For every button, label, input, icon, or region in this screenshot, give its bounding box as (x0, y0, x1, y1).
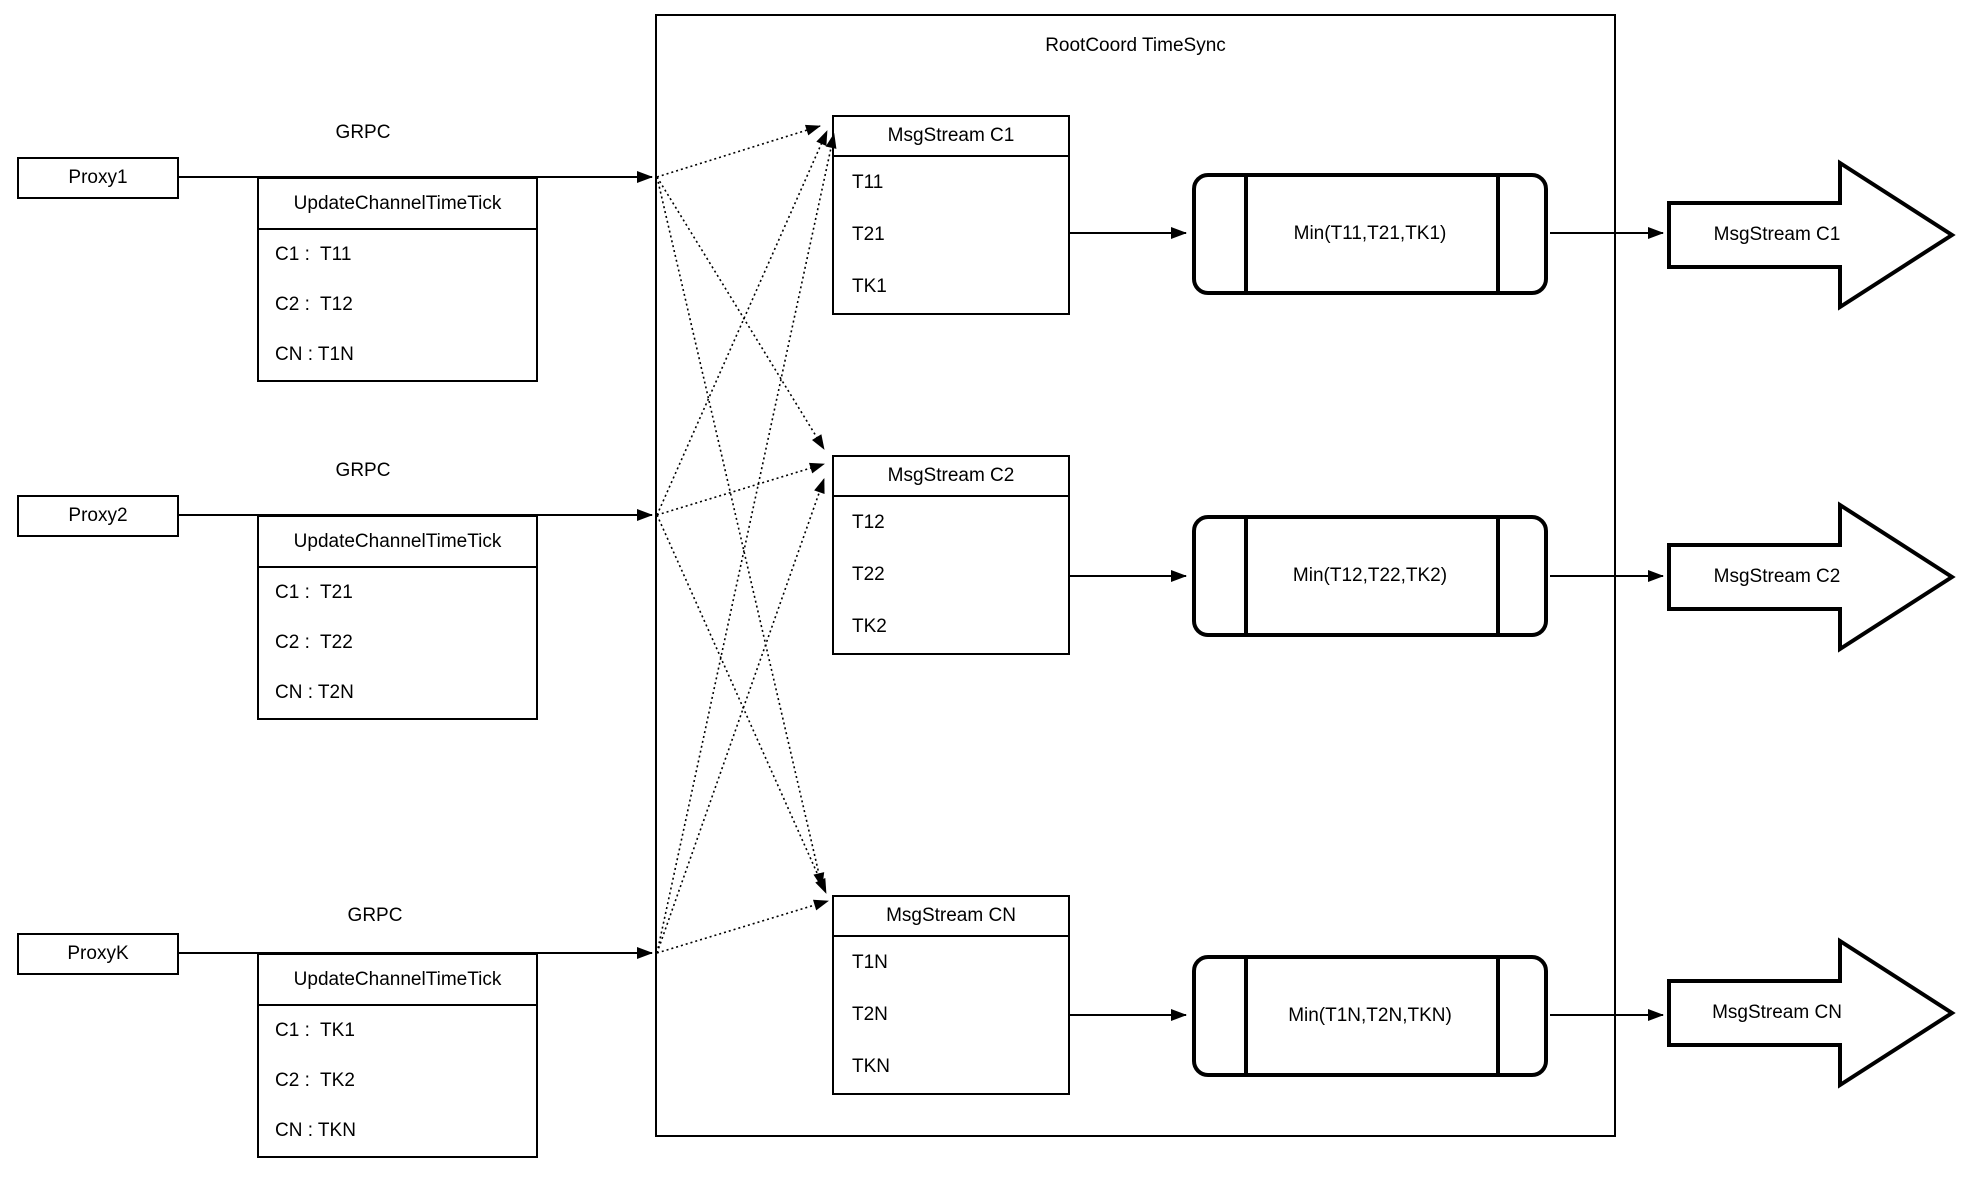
table-row: T11 (852, 172, 884, 193)
msgstream-table-cn-header: MsgStream CN (834, 897, 1068, 937)
grpc-label-3: GRPC (347, 905, 403, 926)
timetick-table-1-header: UpdateChannelTimeTick (259, 179, 536, 230)
table-row: CN : TKN (275, 1120, 356, 1141)
msgstream-table-c2: MsgStream C2 T12 T22 TK2 (832, 455, 1070, 655)
table-row: C1 : T11 (275, 244, 352, 265)
min-expression-cn: Min(T1N,T2N,TKN) (1288, 1005, 1452, 1026)
table-row: T22 (852, 564, 885, 585)
timetick-table-3-header: UpdateChannelTimeTick (259, 955, 536, 1006)
table-row: TK1 (852, 276, 887, 297)
min-box-c2: Min(T12,T22,TK2) (1192, 515, 1548, 637)
timetick-table-1: UpdateChannelTimeTick C1 : T11 C2 : T12 … (257, 177, 538, 382)
table-row: CN : T1N (275, 344, 354, 365)
min-box-divider (1496, 177, 1500, 291)
grpc-label-2: GRPC (335, 460, 391, 481)
min-expression-c2: Min(T12,T22,TK2) (1292, 565, 1448, 586)
min-expression-c1: Min(T11,T21,TK1) (1293, 223, 1447, 244)
min-box-divider (1244, 519, 1248, 633)
rootcoord-title: RootCoord TimeSync (1045, 35, 1226, 56)
table-row: T12 (852, 512, 885, 533)
min-box-divider (1244, 177, 1248, 291)
timetick-table-2: UpdateChannelTimeTick C1 : T21 C2 : T22 … (257, 515, 538, 720)
proxyk-label: ProxyK (67, 943, 129, 964)
table-row: T1N (852, 952, 888, 973)
min-box-divider (1496, 959, 1500, 1073)
grpc-label-1: GRPC (335, 122, 391, 143)
proxy1-label: Proxy1 (68, 167, 128, 188)
table-row: TK2 (852, 616, 887, 637)
output-label-cn: MsgStream CN (1712, 1002, 1842, 1023)
output-label-c1: MsgStream C1 (1713, 224, 1841, 245)
msgstream-table-c2-header: MsgStream C2 (834, 457, 1068, 497)
output-label-c2: MsgStream C2 (1713, 566, 1841, 587)
timetick-table-2-header: UpdateChannelTimeTick (259, 517, 536, 568)
min-box-cn: Min(T1N,T2N,TKN) (1192, 955, 1548, 1077)
msgstream-table-c1-header: MsgStream C1 (834, 117, 1068, 157)
table-row: T21 (852, 224, 885, 245)
proxy2-label: Proxy2 (68, 505, 128, 526)
table-row: C1 : TK1 (275, 1020, 355, 1041)
table-row: T2N (852, 1004, 888, 1025)
table-row: C1 : T21 (275, 582, 353, 603)
table-row: C2 : T12 (275, 294, 353, 315)
min-box-c1: Min(T11,T21,TK1) (1192, 173, 1548, 295)
min-box-divider (1496, 519, 1500, 633)
msgstream-table-cn: MsgStream CN T1N T2N TKN (832, 895, 1070, 1095)
proxyk-box: ProxyK (17, 933, 179, 975)
table-row: C2 : TK2 (275, 1070, 355, 1091)
msgstream-table-c1: MsgStream C1 T11 T21 TK1 (832, 115, 1070, 315)
proxy1-box: Proxy1 (17, 157, 179, 199)
timetick-table-3: UpdateChannelTimeTick C1 : TK1 C2 : TK2 … (257, 953, 538, 1158)
table-row: C2 : T22 (275, 632, 353, 653)
proxy2-box: Proxy2 (17, 495, 179, 537)
min-box-divider (1244, 959, 1248, 1073)
table-row: TKN (852, 1056, 890, 1077)
table-row: CN : T2N (275, 682, 354, 703)
